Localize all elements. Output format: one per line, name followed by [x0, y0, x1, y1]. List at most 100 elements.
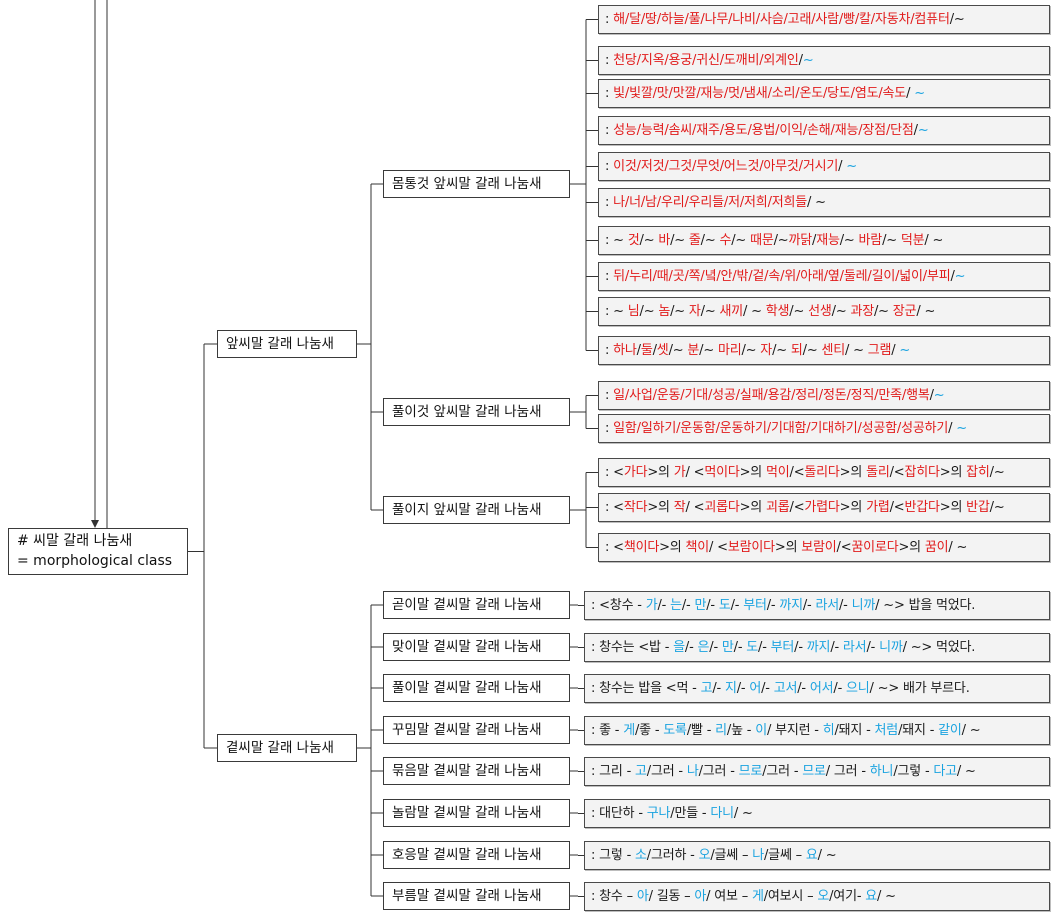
leaf-node-0-0-9[interactable]: : 하나/둘/셋/~ 분/~ 마리/~ 자/~ 되/~ 센티/ ~ 그램/ ~	[598, 336, 1050, 365]
leaf-text-segment: /~	[699, 343, 718, 358]
leaf-text-segment: 나	[752, 848, 764, 863]
leaf-text-segment: 장군	[892, 304, 917, 319]
leaf-node-0-0-8[interactable]: : ~ 님/~ 놈/~ 자/~ 새끼/ ~ 학생/~ 선생/~ 과장/~ 장군/…	[598, 297, 1050, 326]
leaf-text-segment: 만	[694, 598, 707, 613]
leaf-node-0-2-2[interactable]: : <책이다>의 책이/ <보람이다>의 보람이/<꿈이로다>의 꿈이/ ~	[598, 533, 1050, 562]
leaf-text-segment: >의	[839, 500, 867, 515]
leaf-node-0-0-3[interactable]: : 성능/능력/솜씨/재주/용도/용법/이익/손해/재능/장점/단점/~	[598, 116, 1050, 145]
leaf-node-0-0-2[interactable]: : 빛/빛깔/맛/맛깔/재능/멋/냄새/소리/온도/당도/염도/속도/ ~	[598, 79, 1050, 108]
leaf-node-0-0-1[interactable]: : 천당/지옥/용궁/귀신/도깨비/외계인/~	[598, 46, 1050, 75]
leaf-text-segment: : 창수는 <밥 -	[591, 640, 674, 655]
branch-node-0[interactable]: 앞씨말 갈래 나눔새	[217, 330, 357, 358]
leaf-text-segment: 게	[751, 889, 764, 904]
leaf-text-segment: 과장	[850, 304, 874, 319]
leaf-node-1-3-0[interactable]: : 좋 - 게/좋 - 도록/빨 - 리/높 - 이/ 부지런 - 히/돼지 -…	[584, 716, 1050, 745]
group-node-1-5[interactable]: 놀람말 곁씨말 갈래 나눔새	[383, 799, 570, 827]
group-node-1-1[interactable]: 맞이말 곁씨말 갈래 나눔새	[383, 633, 570, 661]
leaf-text-segment: 다고	[933, 764, 957, 779]
leaf-text-segment: /	[929, 388, 934, 403]
leaf-text-segment: /글쎄 –	[764, 848, 806, 863]
leaf-text-segment: 나/너/남/우리/우리들/저/저희/저희들	[613, 195, 808, 210]
leaf-node-1-0-0[interactable]: : <창수 - 가/- 는/- 만/- 도/- 부터/- 까지/- 라서/- 니…	[584, 591, 1050, 620]
leaf-text-segment: /~	[839, 233, 859, 248]
leaf-text-segment: 책이	[685, 540, 710, 555]
leaf-text-segment: 되	[790, 343, 803, 358]
leaf-text-segment: 소	[635, 848, 647, 863]
group-node-0-0[interactable]: 몸통것 앞씨말 갈래 나눔새	[383, 170, 570, 198]
leaf-text-segment: 나	[686, 764, 699, 779]
leaf-text-segment: / 그러 -	[825, 764, 870, 779]
leaf-node-0-0-0[interactable]: : 해/달/땅/하늘/풀/나무/나비/사슴/고래/사람/빵/칼/자동차/컴퓨터/…	[598, 5, 1050, 34]
leaf-text-segment: /~	[831, 304, 851, 319]
leaf-text-segment: 므로	[738, 764, 763, 779]
leaf-text-segment: / 길동 –	[648, 889, 695, 904]
leaf-text-segment: /글쎄 –	[710, 848, 753, 863]
group-node-1-0[interactable]: 곧이말 곁씨말 갈래 나눔새	[383, 591, 570, 619]
leaf-text-segment: : ~	[605, 233, 628, 248]
group-node-1-7[interactable]: 부름말 곁씨말 갈래 나눔새	[383, 882, 570, 910]
leaf-text-segment: /-	[684, 640, 698, 655]
leaf-text-segment: >의	[659, 540, 686, 555]
leaf-text-segment: /	[798, 53, 803, 68]
root-node[interactable]: # 씨말 갈래 나눔새 = morphological class	[8, 528, 188, 575]
leaf-text-segment: /	[652, 343, 657, 358]
group-node-1-2[interactable]: 풀이말 곁씨말 갈래 나눔새	[383, 674, 570, 702]
leaf-text-segment: 가	[645, 598, 658, 613]
leaf-text-segment: /	[913, 123, 918, 138]
leaf-node-1-2-0[interactable]: : 창수는 밥을 <먹 - 고/- 지/- 어/- 고서/- 어서/- 으니/ …	[584, 674, 1050, 703]
leaf-node-0-0-5[interactable]: : 나/너/남/우리/우리들/저/저희/저희들/ ~	[598, 188, 1050, 217]
group-node-0-2[interactable]: 풀이지 앞씨말 갈래 나눔새	[383, 496, 570, 524]
leaf-text-segment: :	[605, 159, 614, 174]
leaf-text-segment: :	[605, 86, 614, 101]
leaf-text-segment: 을	[673, 640, 685, 655]
leaf-text-segment: 자	[760, 343, 773, 358]
group-node-0-1[interactable]: 풀이것 앞씨말 갈래 나눔새	[383, 398, 570, 426]
leaf-node-0-1-0[interactable]: : 일/사업/운동/기대/성공/실패/용감/정리/정돈/정직/만족/행복/~	[598, 381, 1050, 410]
leaf-text-segment: /~	[731, 233, 751, 248]
leaf-text-segment: 선생	[808, 304, 832, 319]
leaf-text-segment: /	[948, 421, 957, 436]
leaf-node-1-5-0[interactable]: : 대단하 - 구나/만들 - 다니/ ~	[584, 799, 1050, 828]
leaf-node-1-1-0[interactable]: : 창수는 <밥 - 을/- 은/- 만/- 도/- 부터/- 까지/- 라서/…	[584, 633, 1050, 662]
leaf-node-1-7-0[interactable]: : 창수 – 아/ 길동 – 아/ 여보 – 게/여보시 – 오/여기- 요/ …	[584, 882, 1050, 911]
leaf-node-0-0-7[interactable]: : 뒤/누리/때/곳/쪽/녘/안/밖/겉/속/위/아래/옆/둘레/길이/넓이/부…	[598, 262, 1050, 291]
leaf-text-segment: ~	[802, 53, 814, 68]
leaf-text-segment: >의	[839, 465, 867, 480]
leaf-text-segment: 가렵	[866, 500, 890, 515]
leaf-node-1-6-0[interactable]: : 그렇 - 소/그러하 - 오/글쎄 – 나/글쎄 – 요/ ~	[584, 841, 1050, 870]
leaf-text-segment: / ~	[948, 540, 968, 555]
group-node-1-4[interactable]: 묶음말 곁씨말 갈래 나눔새	[383, 757, 570, 785]
leaf-text-segment: / <	[709, 540, 728, 555]
leaf-text-segment: :	[605, 388, 614, 403]
branch-node-1[interactable]: 곁씨말 갈래 나눔새	[217, 734, 357, 762]
leaf-text-segment: :	[605, 421, 614, 436]
leaf-text-segment: >의	[739, 500, 766, 515]
leaf-node-0-2-1[interactable]: : <작다>의 작/ <괴롭다>의 괴롭/<가렵다>의 가렵/<반갑다>의 반갑…	[598, 493, 1050, 522]
leaf-node-1-4-0[interactable]: : 그리 - 고/그러 - 나/그러 - 므로/그러 - 므로/ 그러 - 하니…	[584, 757, 1050, 786]
leaf-node-0-0-6[interactable]: : ~ 것/~ 바/~ 줄/~ 수/~ 때문/~까닭/재능/~ 바람/~ 덕분/…	[598, 226, 1050, 255]
leaf-text-segment: 라서	[815, 598, 839, 613]
leaf-text-segment: /~	[670, 233, 689, 248]
leaf-text-segment: >의	[939, 465, 967, 480]
leaf-text-segment: :	[605, 343, 614, 358]
leaf-text-segment: 아	[694, 889, 707, 904]
leaf-text-segment: 놈	[658, 304, 671, 319]
leaf-text-segment: 먹이	[765, 465, 790, 480]
group-node-1-3[interactable]: 꾸밈말 곁씨말 갈래 나눔새	[383, 716, 570, 744]
leaf-text-segment: 어서	[809, 681, 834, 696]
group-node-1-6[interactable]: 호응말 곁씨말 갈래 나눔새	[383, 841, 570, 869]
leaf-text-segment: 덕분	[900, 233, 925, 248]
leaf-text-segment: 만	[721, 640, 734, 655]
leaf-text-segment: /~	[873, 304, 893, 319]
leaf-text-segment: /~	[989, 465, 1005, 480]
leaf-text-segment: / ~	[877, 889, 896, 904]
leaf-text-segment: 까닭	[788, 233, 812, 248]
leaf-text-segment: 까지	[779, 598, 803, 613]
leaf-text-segment: /-	[766, 598, 780, 613]
leaf-node-0-1-1[interactable]: : 일함/일하기/운동함/운동하기/기대함/기대하기/성공함/성공하기/ ~	[598, 414, 1050, 443]
leaf-text-segment: /여보시 –	[763, 889, 818, 904]
leaf-node-0-2-0[interactable]: : <가다>의 가/ <먹이다>의 먹이/<돌리다>의 돌리/<잡히다>의 잡히…	[598, 458, 1050, 487]
leaf-text-segment: 해/달/땅/하늘/풀/나무/나비/사슴/고래/사람/빵/칼/자동차/컴퓨터	[613, 12, 950, 27]
leaf-node-0-0-4[interactable]: : 이것/저것/그것/무엇/어느것/아무것/거시기/ ~	[598, 152, 1050, 181]
